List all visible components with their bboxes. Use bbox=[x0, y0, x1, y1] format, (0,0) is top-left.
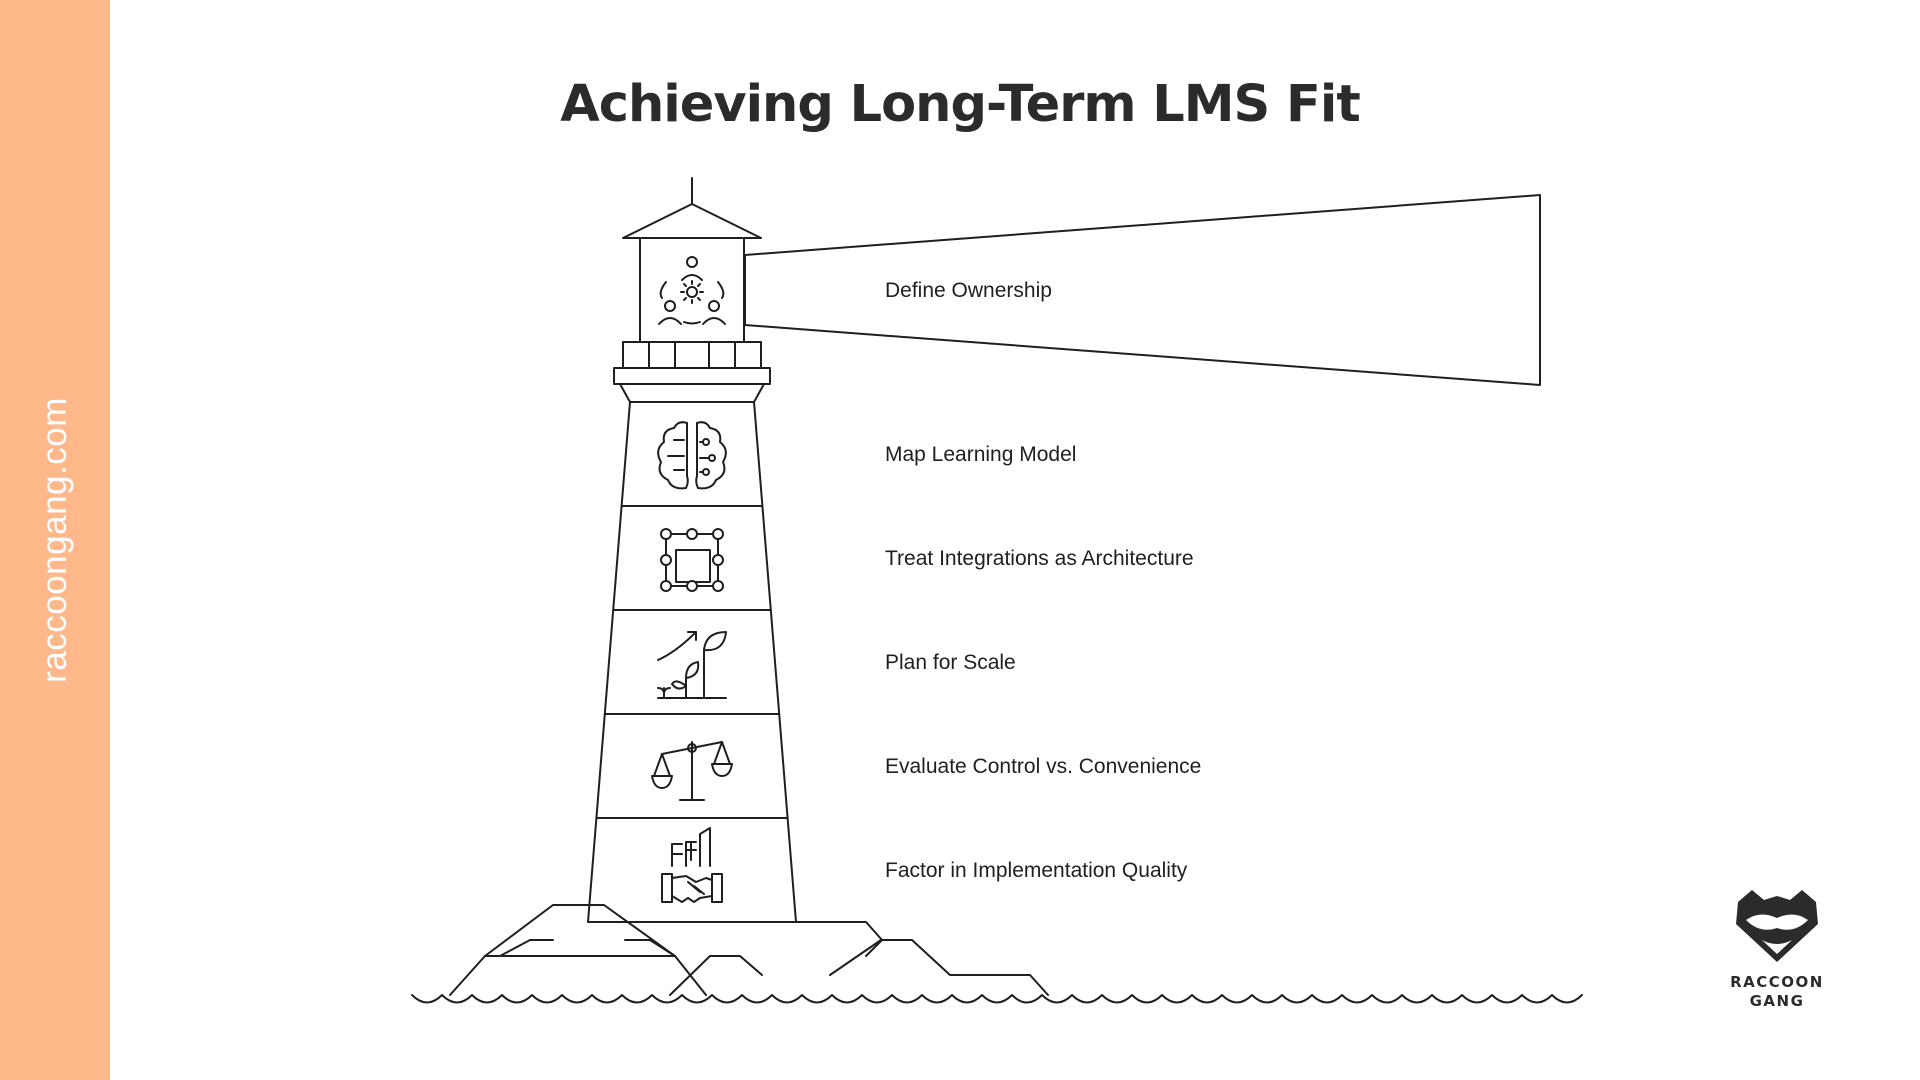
step-label: Define Ownership bbox=[885, 279, 1052, 302]
balance-scale-icon bbox=[651, 741, 733, 801]
rock bbox=[795, 921, 883, 957]
lighthouse-collar bbox=[619, 383, 765, 403]
connected-nodes-icon bbox=[660, 528, 724, 592]
step-label: Treat Integrations as Architecture bbox=[885, 547, 1194, 570]
water-waves bbox=[411, 994, 1583, 1004]
team-gear-icon bbox=[658, 256, 726, 325]
rock bbox=[669, 955, 763, 996]
page-title: Achieving Long-Term LMS Fit bbox=[560, 75, 1360, 134]
step-label: Factor in Implementation Quality bbox=[885, 859, 1188, 882]
side-accent-band: raccoongang.com bbox=[0, 0, 110, 1080]
step-label: Plan for Scale bbox=[885, 651, 1016, 674]
step-label: Map Learning Model bbox=[885, 443, 1076, 466]
logo-text-line: GANG bbox=[1749, 992, 1805, 1010]
step-label: Evaluate Control vs. Convenience bbox=[885, 755, 1201, 778]
brain-circuit-icon bbox=[657, 421, 727, 490]
handshake-building-icon bbox=[661, 827, 723, 903]
lantern-room bbox=[639, 237, 745, 343]
growing-plant-icon bbox=[657, 631, 727, 699]
rock bbox=[624, 939, 676, 957]
lighthouse-roof bbox=[622, 203, 762, 239]
lighthouse-gallery bbox=[613, 367, 771, 385]
raccoon-gang-logo: RACCOON GANG bbox=[1712, 888, 1842, 1011]
lighthouse-railing bbox=[622, 341, 762, 369]
rock bbox=[829, 939, 1049, 996]
rock bbox=[484, 904, 676, 957]
rock bbox=[449, 955, 707, 996]
logo-text-line: RACCOON bbox=[1730, 973, 1824, 991]
rock bbox=[499, 939, 554, 957]
light-beam bbox=[744, 194, 1541, 386]
raccoon-mask-icon bbox=[1736, 890, 1818, 962]
